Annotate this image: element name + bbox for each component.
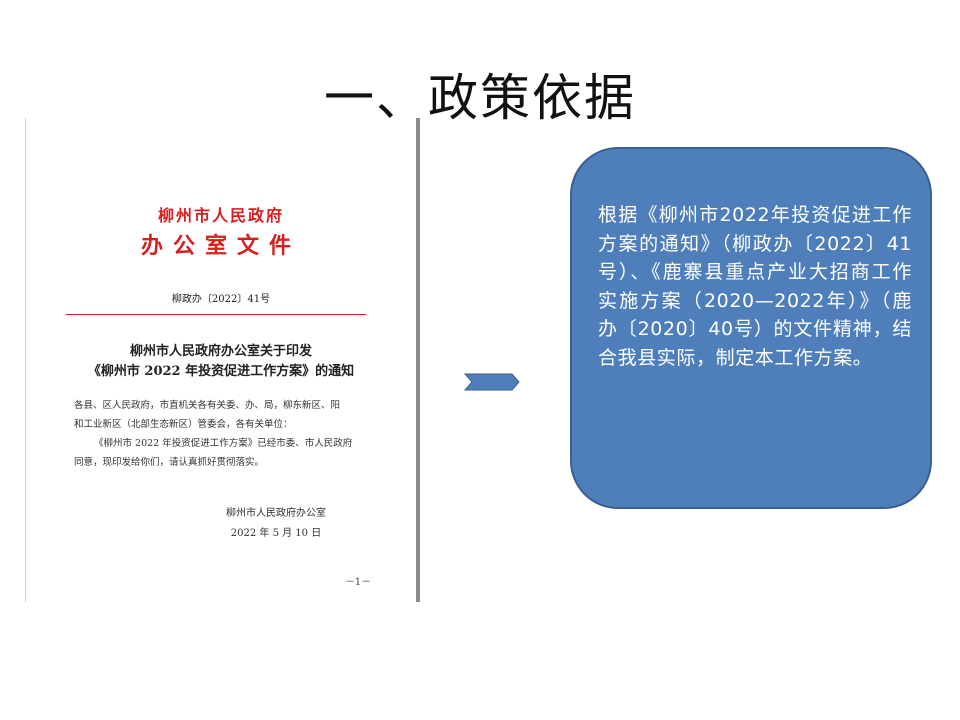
document-date: 2022 年 5 月 10 日 [230, 528, 322, 539]
document-heading-line2: 《柳州市 2022 年投资促进工作方案》的通知 [87, 364, 355, 379]
callout-box: 根据《柳州市2022年投资促进工作方案的通知》（柳政办〔2022〕41号）、《鹿… [570, 147, 932, 509]
chevron-arrow-right-icon [464, 373, 520, 391]
document-number: 柳政办〔2022〕41号 [171, 294, 271, 305]
body-line1: 《柳州市 2022 年投资促进工作方案》已经市委、市人民政府 [94, 438, 353, 449]
document-org-name: 柳州市人民政府 [157, 206, 284, 225]
red-divider [66, 314, 366, 315]
document-kind: 办公室文件 [140, 233, 301, 259]
recipients-line1: 各县、区人民政府，市直机关各有关委、办、局，柳东新区、阳 [74, 400, 341, 411]
document-heading-line1: 柳州市人民政府办公室关于印发 [129, 344, 312, 359]
document-body: 各县、区人民政府，市直机关各有关委、办、局，柳东新区、阳 和工业新区（北部生态新… [74, 396, 374, 472]
recipients-line2: 和工业新区（北部生态新区）管委会，各有关单位： [74, 419, 293, 430]
slide-title: 一、政策依据 [324, 69, 636, 127]
document-page-number: －1－ [344, 577, 372, 588]
document-image: 柳州市人民政府 办公室文件 柳政办〔2022〕41号 柳州市人民政府办公室关于印… [25, 118, 420, 602]
callout-text: 根据《柳州市2022年投资促进工作方案的通知》（柳政办〔2022〕41号）、《鹿… [598, 204, 912, 369]
body-line2: 同意，现印发给你们，请认真抓好贯彻落实。 [74, 457, 265, 468]
document-signer: 柳州市人民政府办公室 [226, 508, 326, 519]
